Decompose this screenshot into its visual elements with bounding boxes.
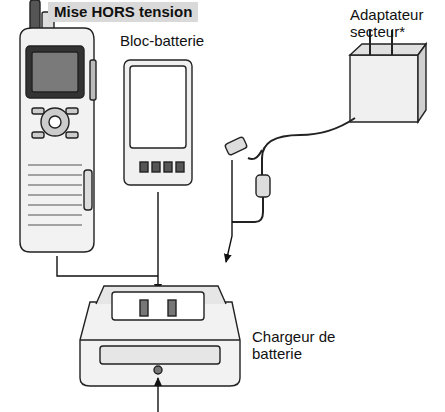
- ac-adapter: [224, 30, 426, 222]
- insert-arrow: [57, 192, 158, 292]
- notice-text: Mise HORS tension: [54, 3, 192, 21]
- plug-arrow: [226, 160, 232, 262]
- part-label: Chargeur de batterie: [252, 328, 362, 362]
- part-label: Adaptateur secteur*: [350, 6, 442, 40]
- notice-band: Mise HORS tension: [48, 2, 198, 22]
- led-pointer: [157, 378, 158, 412]
- part-label: Bloc-batterie: [120, 32, 230, 49]
- battery-charger: [80, 286, 240, 386]
- radio: [20, 0, 96, 252]
- battery-pack: [124, 60, 192, 185]
